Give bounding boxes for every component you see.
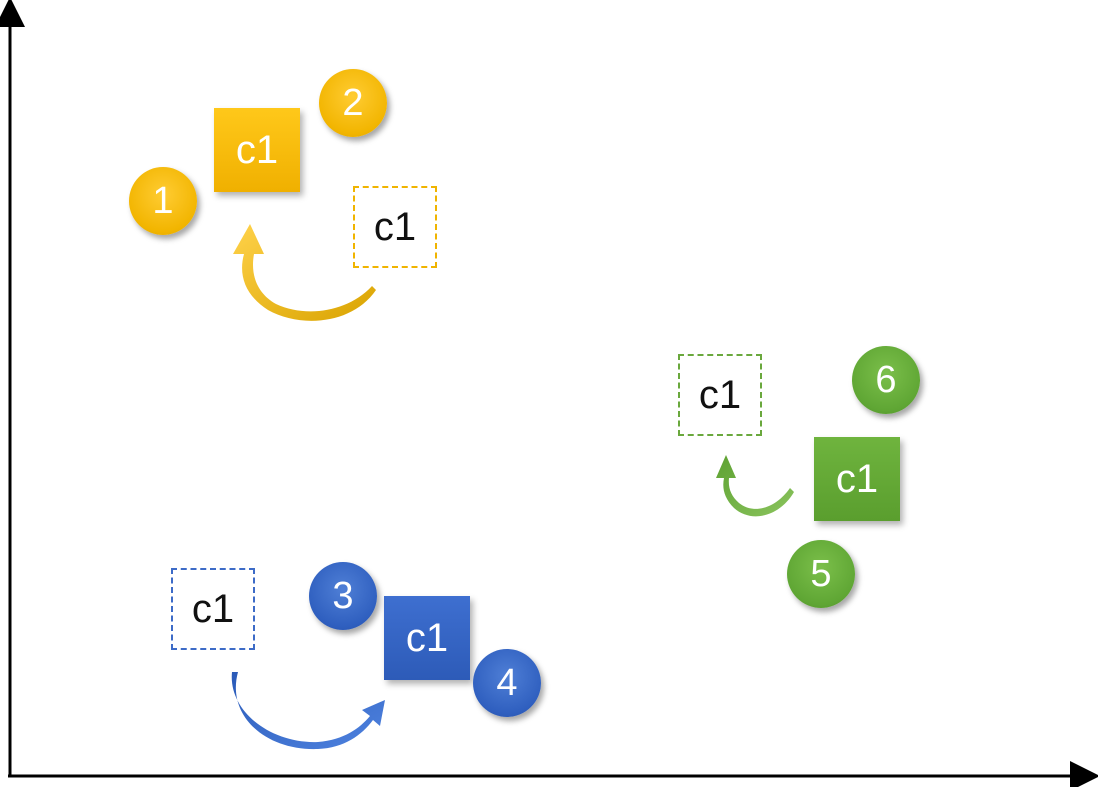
yellow-previous-centroid: c1 [353,186,437,268]
blue-previous-centroid-label: c1 [191,586,235,631]
point-6: 6 [852,346,920,414]
point-1: 1 [129,167,197,235]
yellow-centroid-label: c1 [235,127,279,172]
green-previous-centroid: c1 [678,354,762,436]
point-1-label: 1 [152,179,174,222]
point-4-label: 4 [496,661,518,704]
yellow-previous-centroid-label: c1 [373,204,417,249]
blue-move-arrow [231,672,385,750]
point-6-label: 6 [875,358,897,401]
blue-previous-centroid: c1 [171,568,255,650]
green-previous-centroid-label: c1 [698,372,742,417]
yellow-centroid: c1 [214,108,300,192]
point-3-label: 3 [332,574,354,617]
point-5: 5 [787,540,855,608]
point-3: 3 [309,562,377,630]
point-5-label: 5 [810,552,832,595]
point-4: 4 [473,649,541,717]
blue-centroid-label: c1 [405,615,449,660]
point-2: 2 [319,69,387,137]
point-2-label: 2 [342,81,364,124]
blue-centroid: c1 [384,596,470,680]
green-centroid-label: c1 [835,456,879,501]
green-centroid: c1 [814,437,900,521]
yellow-move-arrow [233,224,376,321]
green-move-arrow [716,455,794,517]
